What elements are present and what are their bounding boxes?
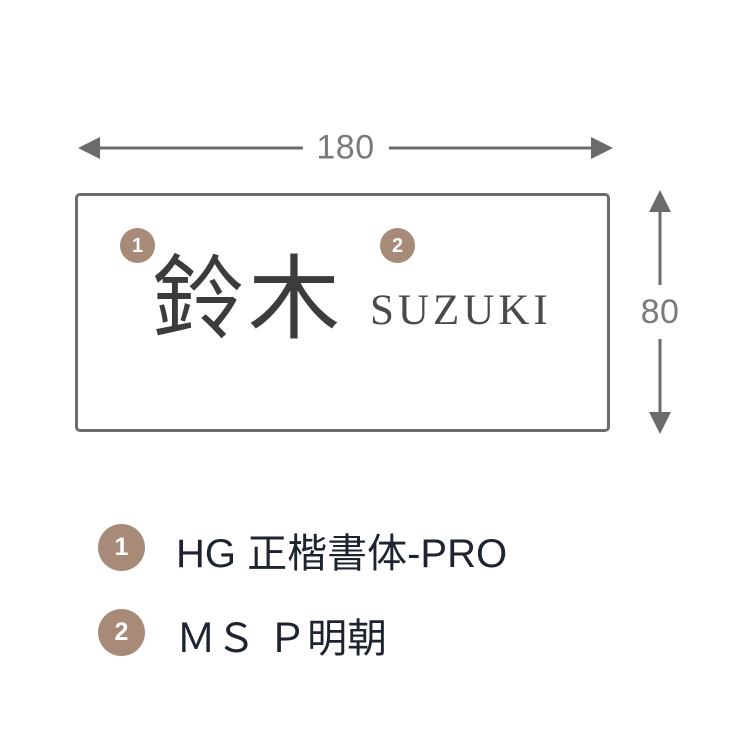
arrow-down-icon — [649, 412, 671, 434]
width-dimension: 180 — [78, 124, 613, 172]
height-dimension: 80 — [636, 190, 684, 434]
plate-marker-badge-2-number: 2 — [391, 234, 404, 257]
legend-badge-1: 1 — [98, 524, 145, 571]
plate-kanji-name: 鈴木 — [152, 246, 345, 353]
legend-item-2: 2 ＭＳ Ｐ明朝 — [98, 597, 658, 682]
legend-badge-1-number: 1 — [114, 533, 129, 561]
plate-marker-badge-1: 1 — [120, 228, 155, 263]
arrow-left-icon — [78, 137, 100, 159]
legend-item-1: 1 HG 正楷書体-PRO — [98, 512, 658, 597]
nameplate — [75, 193, 610, 432]
arrow-up-icon — [649, 190, 671, 212]
legend-label-1: HG 正楷書体-PRO — [176, 531, 508, 576]
font-legend: 1 HG 正楷書体-PRO 2 ＭＳ Ｐ明朝 — [98, 512, 658, 682]
plate-marker-badge-1-number: 1 — [131, 234, 144, 257]
legend-badge-2: 2 — [98, 609, 145, 656]
plate-romaji-name: SUZUKI — [370, 287, 552, 334]
legend-badge-2-number: 2 — [114, 618, 129, 646]
arrow-right-icon — [591, 137, 613, 159]
plate-marker-badge-2: 2 — [380, 228, 415, 263]
width-dimension-label: 180 — [302, 130, 389, 165]
height-dimension-label: 80 — [638, 285, 682, 339]
legend-label-2: ＭＳ Ｐ明朝 — [176, 616, 388, 661]
